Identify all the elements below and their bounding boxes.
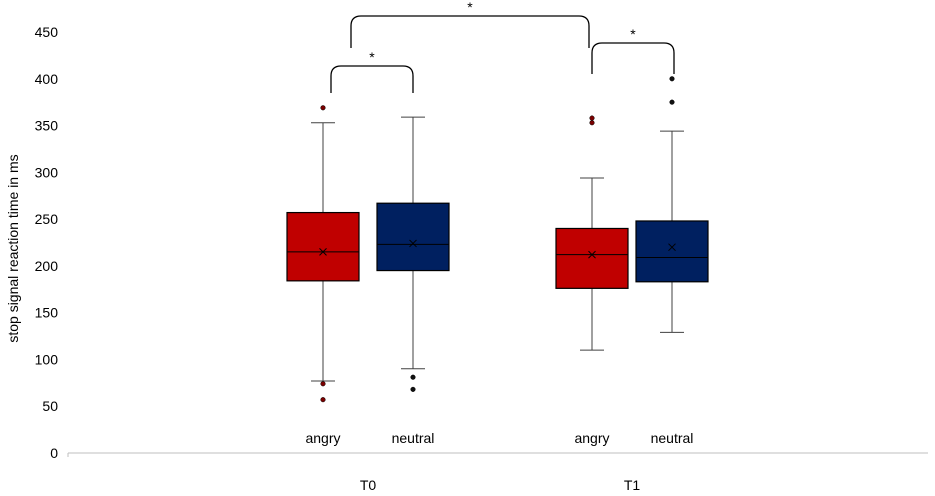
y-tick-label: 250 — [35, 211, 59, 227]
category-labels: angry neutral angry neutral — [305, 430, 693, 446]
outlier-point — [410, 386, 416, 392]
y-tick-label: 100 — [35, 351, 59, 367]
mean-marker — [409, 239, 417, 248]
y-tick-label: 200 — [35, 258, 59, 274]
outlier-point — [410, 374, 416, 380]
y-tick-label: 400 — [35, 71, 59, 87]
y-tick-label: 450 — [35, 24, 59, 40]
significance-label: * — [467, 0, 473, 15]
y-axis-title: stop signal reaction time in ms — [5, 154, 21, 342]
group-labels: T0 T1 — [360, 477, 641, 493]
significance-label: * — [630, 26, 636, 42]
y-tick-label: 50 — [42, 398, 58, 414]
significance-bracket — [591, 42, 675, 74]
outlier-point — [320, 105, 326, 111]
iqr-box — [555, 227, 629, 289]
y-tick-label: 150 — [35, 305, 59, 321]
box-T1-neutral — [635, 76, 709, 333]
mean-marker — [588, 250, 596, 259]
box-T0-angry — [286, 105, 360, 403]
mean-marker — [319, 248, 327, 256]
category-label: angry — [574, 430, 609, 446]
outlier-point — [320, 381, 326, 387]
y-tick-label: 0 — [50, 445, 58, 461]
group-label: T1 — [624, 477, 641, 493]
significance-label: * — [369, 49, 375, 65]
outlier-point — [589, 115, 595, 121]
y-tick-label: 300 — [35, 164, 59, 180]
y-axis: 0 50 100 150 200 250 300 350 400 450 — [35, 24, 69, 461]
outlier-point — [669, 76, 675, 82]
outlier-point — [589, 120, 595, 126]
category-label: neutral — [392, 430, 435, 446]
category-label: angry — [305, 430, 340, 446]
iqr-box — [635, 220, 709, 283]
significance-bracket — [350, 15, 590, 48]
boxes — [286, 76, 709, 403]
category-label: neutral — [651, 430, 694, 446]
outlier-point — [669, 99, 675, 105]
y-tick-label: 350 — [35, 118, 59, 134]
significance-bracket — [330, 65, 414, 93]
box-T0-neutral — [376, 116, 450, 392]
iqr-box — [286, 211, 360, 282]
significance-brackets: * * * — [330, 0, 675, 93]
box-T1-angry — [555, 115, 629, 351]
outlier-point — [320, 397, 326, 403]
iqr-box — [376, 202, 450, 272]
mean-marker — [668, 243, 676, 252]
group-label: T0 — [360, 477, 377, 493]
